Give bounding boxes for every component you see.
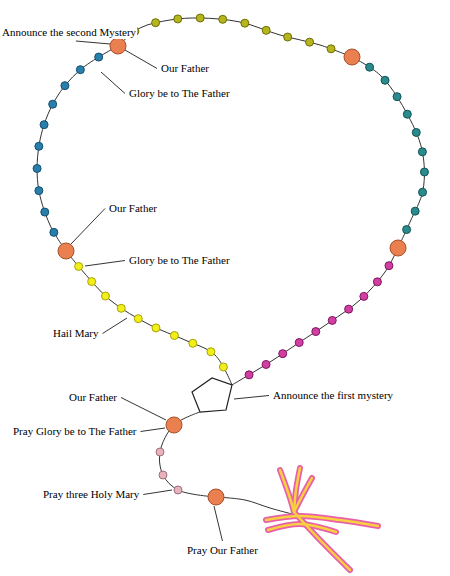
- leader-line: [141, 428, 165, 432]
- decade-bead: [40, 121, 48, 129]
- decade-bead: [403, 110, 411, 118]
- decade-bead: [189, 339, 197, 347]
- prayer-label: Announce the first mystery: [272, 389, 394, 402]
- crucifix-stroke: [268, 524, 336, 532]
- crucifix-stroke: [280, 470, 294, 512]
- decade-bead: [49, 100, 57, 108]
- decade-bead: [75, 262, 83, 270]
- decade-bead: [328, 316, 336, 324]
- decade-bead: [284, 33, 292, 41]
- crucifix-stroke: [266, 516, 378, 526]
- decade-bead: [170, 332, 178, 340]
- decade-bead: [419, 188, 427, 196]
- leader-lines: [71, 41, 269, 541]
- decade-bead: [95, 53, 103, 61]
- crucifix-stroke: [280, 470, 294, 512]
- decade-bead: [306, 38, 314, 46]
- decade-bead: [381, 76, 389, 84]
- prayer-label: Glory be to The Father: [128, 87, 231, 100]
- decade-bead: [345, 305, 353, 313]
- decade-bead: [152, 19, 160, 27]
- our-father-bead: [208, 489, 224, 505]
- leader-line: [85, 261, 125, 267]
- prayer-label: Announce the second Mystery: [1, 26, 137, 39]
- decade-bead: [33, 164, 41, 172]
- decade-bead: [262, 360, 270, 368]
- decade-bead: [117, 304, 125, 312]
- our-father-bead: [390, 240, 406, 256]
- leader-line: [101, 72, 125, 94]
- our-father-bead: [166, 417, 182, 433]
- pendant-bead: [174, 486, 182, 494]
- pendant-bead: [159, 471, 167, 479]
- chain-segment: [118, 18, 352, 57]
- chain-segment: [352, 57, 424, 248]
- decade-bead: [411, 207, 419, 215]
- leader-line: [125, 50, 157, 69]
- decade-bead: [279, 350, 287, 358]
- chain-segment: [232, 248, 398, 385]
- our-father-bead: [58, 243, 74, 259]
- prayer-label: Our Father: [160, 62, 210, 75]
- decade-bead: [385, 262, 393, 270]
- crucifix: [266, 468, 378, 570]
- our-father-bead: [344, 49, 360, 65]
- decade-bead: [61, 82, 69, 90]
- chain: [37, 18, 424, 514]
- pendant-bead: [156, 448, 164, 456]
- decade-bead: [41, 208, 49, 216]
- decade-bead: [196, 14, 204, 22]
- decade-bead: [312, 328, 320, 336]
- decade-bead: [76, 66, 84, 74]
- prayer-label: Hail Mary: [52, 327, 100, 340]
- leader-line: [143, 490, 172, 495]
- chain-segment: [66, 251, 232, 385]
- decade-bead: [207, 348, 215, 356]
- prayer-label: Pray Glory be to The Father: [12, 425, 138, 438]
- decade-bead: [245, 371, 253, 379]
- prayer-label: Our Father: [68, 391, 118, 404]
- decade-bead: [35, 187, 43, 195]
- decade-bead: [101, 292, 109, 300]
- decade-bead: [174, 15, 182, 23]
- prayer-label: Our Father: [108, 202, 158, 215]
- decade-bead: [403, 226, 411, 234]
- leader-line: [121, 398, 166, 421]
- decade-bead: [393, 93, 401, 101]
- leader-line: [214, 506, 222, 541]
- decade-bead: [88, 278, 96, 286]
- crucifix-stroke: [268, 524, 336, 532]
- leader-line: [71, 209, 105, 245]
- decade-bead: [327, 45, 335, 53]
- prayer-label: Glory be to The Father: [128, 254, 231, 267]
- our-father-bead: [110, 38, 126, 54]
- crucifix-stroke: [294, 478, 312, 512]
- leader-line: [76, 41, 110, 44]
- decade-bead: [373, 278, 381, 286]
- decade-bead: [418, 148, 426, 156]
- decade-bead: [134, 315, 142, 323]
- decade-bead: [412, 128, 420, 136]
- decade-bead: [295, 339, 303, 347]
- crucifix-stroke: [294, 512, 350, 570]
- decade-bead: [152, 324, 160, 332]
- decade-bead: [50, 228, 58, 236]
- decade-bead: [366, 63, 374, 71]
- prayer-label: Pray three Holy Mary: [42, 488, 140, 501]
- decade-bead: [241, 19, 249, 27]
- leader-line: [234, 396, 269, 400]
- decade-bead: [262, 26, 270, 34]
- decade-bead: [219, 363, 227, 371]
- centre-piece: [192, 378, 232, 412]
- prayer-label: Pray Our Father: [186, 544, 259, 557]
- decade-bead: [360, 292, 368, 300]
- decade-bead: [219, 15, 227, 23]
- decade-bead: [420, 168, 428, 176]
- leader-line: [103, 318, 127, 334]
- pendant-chain: [216, 497, 292, 514]
- decade-bead: [35, 142, 43, 150]
- pendant-chain: [159, 412, 216, 497]
